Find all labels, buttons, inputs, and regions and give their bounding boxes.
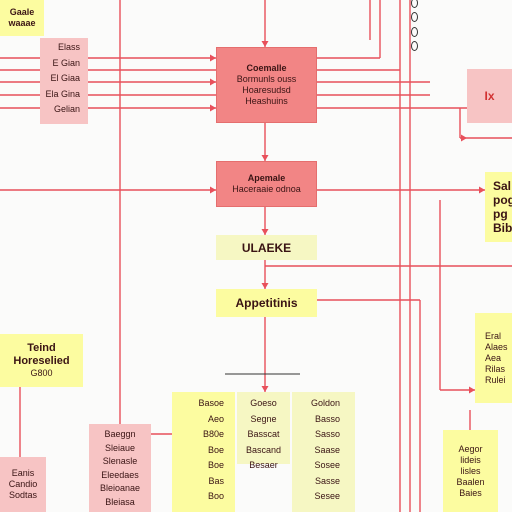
bottom-right-box: Aegor lideis lisles Baalen Baies — [443, 430, 498, 512]
bottom-pink-row: Baeggn — [104, 429, 136, 439]
center-top-line: Bormunls ouss — [236, 74, 297, 84]
top-left-line-2: waaae — [8, 18, 36, 28]
center-label-text: ULAEKE — [241, 240, 292, 255]
left-list-row: E Gian — [52, 57, 80, 68]
top-left-box: Gaale waaae — [0, 0, 44, 36]
arrowhead-icon — [261, 283, 269, 289]
bottom-pink-list: Baeggn Sleiaue Slenasle Eleedaes Bleioan… — [89, 424, 151, 512]
table-cell: Basscat — [247, 429, 280, 439]
top-left-line-1: Gaale — [9, 7, 35, 17]
left-list-row: Gelian — [53, 104, 80, 114]
left-mid-line: Teind — [27, 342, 56, 354]
table-cell: Aeo — [207, 413, 224, 424]
right-mid-line: pg — [493, 207, 508, 221]
table-cell: Goeso — [250, 398, 277, 408]
arrowhead-icon — [479, 186, 485, 194]
right-mid-line: pog — [493, 193, 512, 207]
right-lower-line: Rulei — [485, 374, 506, 385]
bottom-right-line: Baalen — [456, 476, 485, 487]
bottom-right-line: Baies — [459, 487, 482, 498]
left-list-row: El Giaa — [50, 73, 80, 83]
bottom-right-line: lisles — [460, 465, 481, 476]
left-mid-line: Horeselied — [13, 355, 70, 367]
bottom-pink-row: Bleiasa — [105, 496, 135, 507]
bottom-left-line: Sodtas — [8, 490, 38, 500]
table-cell: Besaer — [249, 460, 278, 470]
right-top-box: Ix — [467, 69, 512, 123]
center-top-line: Hoaresudsd — [242, 85, 291, 95]
center-label-box: ULAEKE — [216, 235, 317, 260]
right-lower-line: Eral — [485, 330, 502, 341]
table-cell: Boo — [207, 491, 224, 501]
bottom-pink-row: Bleioanae — [99, 483, 141, 493]
left-list-box: Elass E Gian El Giaa Ela Gina Gelian — [40, 38, 88, 124]
ring-icon — [411, 27, 418, 37]
table-cell: Boe — [207, 460, 224, 470]
table-cell: Segne — [250, 413, 277, 424]
center-top-box: Coemalle Bormunls ouss Hoaresudsd Heashu… — [216, 47, 317, 123]
ring-icon — [411, 12, 418, 22]
table-cell: Goldon — [310, 398, 340, 408]
bottom-table-col-3 — [292, 392, 355, 512]
center-mid-line: Haceraaie odnoa — [232, 184, 301, 194]
center-mid-title: Apemale — [247, 173, 286, 183]
arrowhead-icon — [261, 386, 269, 392]
bottom-left-box: Eanis Candio Sodtas — [0, 457, 46, 512]
center-top-line: Heashuins — [245, 96, 288, 106]
bottom-pink-row: Sleiaue — [104, 442, 136, 453]
table-cell: Basso — [314, 413, 340, 424]
right-mid-box: Sal pog pg Bib — [485, 172, 512, 242]
right-lower-line: Alaes — [485, 341, 508, 352]
bottom-pink-row: Eleedaes — [101, 469, 139, 480]
table-cell: Sasso — [314, 429, 340, 439]
center-mid-box: Apemale Haceraaie odnoa — [216, 161, 317, 207]
bottom-right-line: lideis — [460, 454, 481, 465]
right-mid-line: Bib — [493, 221, 512, 235]
center-top-title: Coemalle — [246, 63, 287, 73]
center-yellow-box: Appetitinis — [216, 289, 317, 317]
table-cell: Sesee — [314, 491, 340, 501]
left-list-row: Ela Gina — [45, 88, 80, 99]
table-cell: Sasse — [314, 475, 340, 486]
arrowhead-icon — [461, 134, 467, 142]
bottom-left-line: Candio — [8, 479, 38, 489]
ring-icon — [411, 0, 418, 8]
arrowhead-icon — [210, 54, 216, 62]
ring-icon — [411, 41, 418, 51]
right-lower-box: Eral Alaes Aea Rilas Rulei — [475, 313, 512, 403]
arrowhead-icon — [261, 155, 269, 161]
table-cell: Saase — [314, 444, 340, 455]
table-cell: Basoe — [198, 398, 224, 408]
left-list-row: Elass — [57, 42, 80, 52]
arrowhead-icon — [261, 41, 269, 47]
bottom-left-line: Eanis — [11, 468, 35, 478]
table-cell: B80e — [202, 429, 224, 439]
bottom-table-col-1 — [172, 392, 235, 512]
table-cell: Bascand — [245, 444, 282, 455]
arrowhead-icon — [469, 386, 475, 394]
left-mid-box: Teind Horeselied G800 — [0, 334, 83, 387]
arrowhead-icon — [210, 104, 216, 112]
table-cell: Boe — [207, 444, 224, 455]
bottom-pink-row: Slenasle — [102, 456, 138, 466]
right-mid-line: Sal — [493, 179, 512, 193]
bottom-right-line: Aegor — [458, 443, 483, 454]
right-top-text: Ix — [484, 89, 495, 103]
arrowhead-icon — [210, 78, 216, 86]
table-cell: Bas — [208, 475, 224, 486]
table-cell: Sosee — [314, 460, 340, 470]
left-mid-line: G800 — [30, 368, 53, 378]
bottom-table-col-2 — [237, 392, 290, 464]
arrowhead-icon — [210, 186, 216, 194]
right-lower-line: Aea — [485, 352, 502, 363]
center-yellow-text: Appetitinis — [235, 296, 298, 310]
arrowhead-icon — [261, 229, 269, 235]
bottom-table: Basoe Aeo B80e Boe Boe Bas Boo Goeso Seg… — [172, 392, 355, 512]
right-lower-line: Rilas — [485, 363, 506, 374]
